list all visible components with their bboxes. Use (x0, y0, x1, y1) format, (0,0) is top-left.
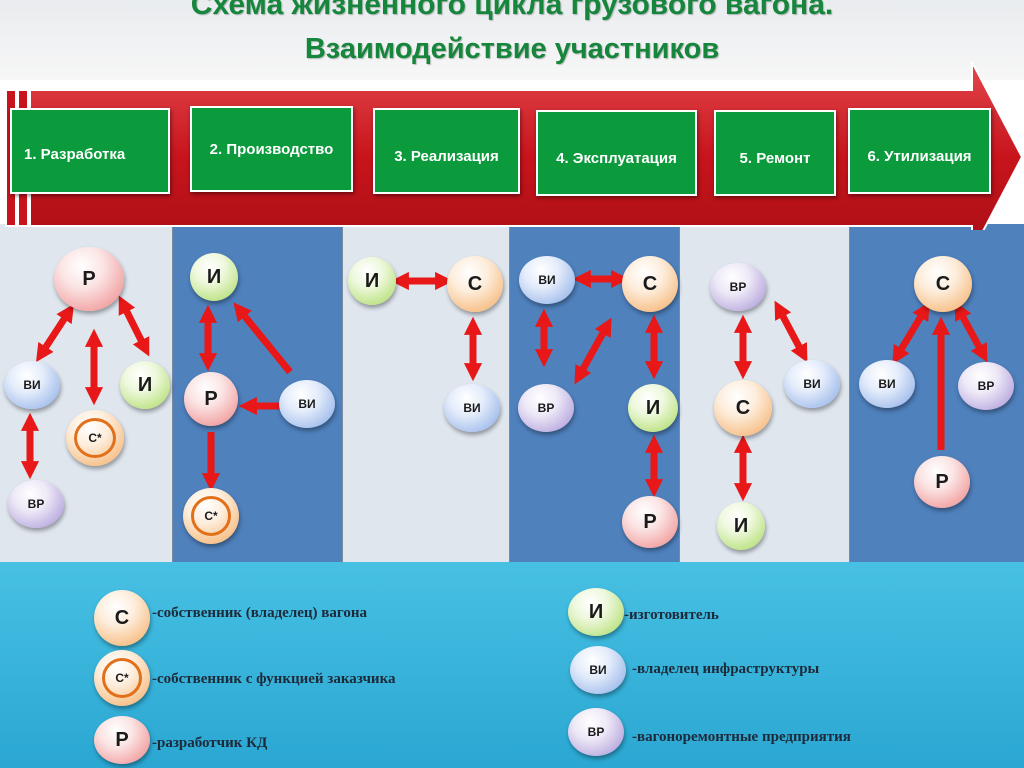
slide-header: Схема жизненного цикла грузового вагона.… (0, 0, 1024, 80)
stage-utilization-label: 6. Утилизация (867, 148, 972, 165)
node-cstar-col1-label: С* (88, 431, 102, 445)
legend-i-text: -изготовитель (624, 607, 719, 623)
node-cstar-col2: С* (183, 488, 239, 544)
legend-vi-text: -владелец инфраструктуры (632, 661, 820, 677)
stage-repair-label: 5. Ремонт (739, 150, 811, 167)
legend-panel: С -собственник (владелец) вагона С* -соб… (0, 562, 1024, 768)
node-i-col2: И (190, 253, 238, 301)
stage-production-box: 2. Производство (190, 106, 353, 192)
stage-operation-box: 4. Эксплуатация (536, 110, 697, 196)
legend-i-symbol: И (568, 588, 624, 636)
node-vr-col5: ВР (710, 263, 766, 311)
legend-r-text: -разработчик КД (152, 735, 268, 751)
node-r-col2: Р (184, 372, 238, 426)
stage-operation-label: 4. Эксплуатация (556, 150, 677, 167)
node-i-col5: И (717, 502, 765, 550)
node-vi-col4: ВИ (519, 256, 575, 304)
legend-vr-text: -вагоноремонтные предприятия (632, 729, 851, 745)
node-s-col5: С (714, 380, 772, 436)
node-vi-col6: ВИ (859, 360, 915, 408)
node-i-col3: И (348, 257, 396, 305)
node-vr-col6: ВР (958, 362, 1014, 410)
slide-title-line-2: Взаимодействие участников (304, 33, 720, 65)
node-i-col1: И (120, 361, 170, 409)
arrow-r-i-1 (118, 295, 150, 357)
legend-s-symbol: С (94, 590, 150, 646)
node-vr-col4: ВР (518, 384, 574, 432)
node-vi-col1: ВИ (4, 361, 60, 409)
stage-sales-box: 3. Реализация (373, 108, 520, 194)
node-s-col6: С (914, 256, 972, 312)
legend-s-text: -собственник (владелец) вагона (152, 605, 367, 621)
node-r-col6: Р (914, 456, 970, 508)
stage-production-label: 2. Производство (209, 141, 334, 158)
node-s-col3: С (447, 256, 503, 312)
legend-vr-symbol: ВР (568, 708, 624, 756)
node-vr-col1: ВР (8, 480, 64, 528)
stage-development-box: 1. Разработка (10, 108, 170, 194)
arrow-r-vi-1 (36, 303, 74, 363)
legend-vi-symbol: ВИ (570, 646, 626, 694)
stage-utilization-box: 6. Утилизация (848, 108, 991, 194)
arrow-s-vr-6 (954, 301, 988, 363)
node-s-col4: С (622, 256, 678, 312)
node-vi-col2: ВИ (279, 380, 335, 428)
node-r-developer-col1: Р (54, 247, 124, 311)
arrow-s-vr-4 (574, 317, 612, 385)
stage-development-label: 1. Разработка (24, 146, 126, 163)
node-cstar-col1: С* (66, 410, 124, 466)
legend-r-symbol: Р (94, 716, 150, 764)
stage-repair-box: 5. Ремонт (714, 110, 836, 196)
slide-title-line-1: Схема жизненного цикла грузового вагона. (190, 0, 834, 21)
legend-cstar-text: -собственник с функцией заказчика (152, 671, 396, 687)
node-i-col4: И (628, 384, 678, 432)
node-vi-col5: ВИ (784, 360, 840, 408)
legend-cstar-symbol: С* (94, 650, 150, 706)
node-cstar-col2-label: С* (204, 509, 218, 523)
legend-cstar-label: С* (115, 671, 129, 685)
stage-sales-label: 3. Реализация (394, 148, 499, 165)
node-r-col4: Р (622, 496, 678, 548)
node-vi-col3: ВИ (444, 384, 500, 432)
arrow-vi-i-2 (233, 302, 293, 375)
arrow-s-vi-6 (892, 301, 930, 365)
arrow-vr-vi-5 (774, 300, 808, 363)
